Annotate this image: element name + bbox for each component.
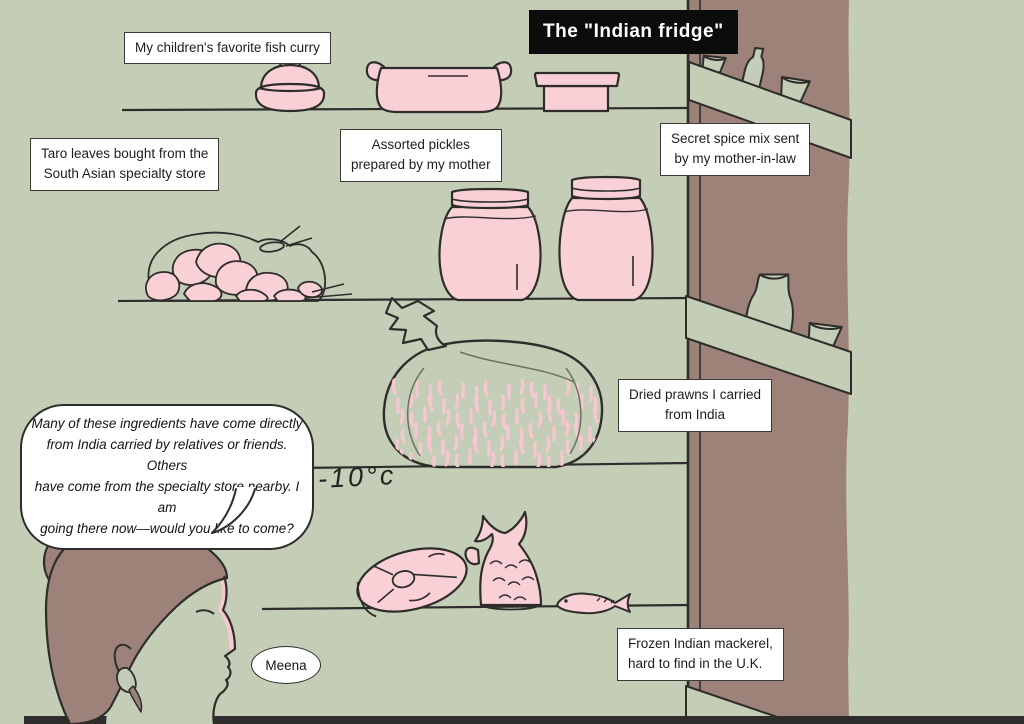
door-shelf-wedge — [685, 295, 852, 395]
label-frozen-mackerel: Frozen Indian mackerel, hard to find in … — [617, 628, 784, 681]
page-title: The "Indian fridge" — [529, 10, 738, 54]
eyebrow — [195, 609, 215, 615]
casserole-body — [375, 66, 503, 114]
bottom-border — [24, 716, 1024, 724]
fish-tail-illustration — [464, 510, 543, 611]
face-profile-line — [212, 575, 237, 724]
character-name-tag: Meena — [251, 646, 321, 684]
jar-lid — [570, 175, 642, 201]
door-shelf-middle — [685, 273, 852, 395]
label-spice-mix: Secret spice mix sent by my mother-in-la… — [660, 123, 811, 176]
prawn-texture — [391, 378, 599, 467]
label-taro-leaves: Taro leaves bought from the South Asian … — [30, 138, 220, 191]
jar-body — [558, 196, 654, 302]
taro-leaves-group — [145, 242, 323, 302]
speech-bubble-tail — [211, 487, 256, 534]
jar-lid — [450, 187, 530, 210]
prawn-bag-illustration — [382, 296, 604, 469]
casserole-illustration — [365, 61, 513, 114]
speech-bubble: Many of these ingredients have come dire… — [20, 404, 314, 550]
pickle-jar-2 — [558, 175, 654, 302]
jar-body — [438, 205, 542, 302]
taro-bag-illustration — [145, 225, 353, 302]
bottom-shelf-items — [356, 510, 631, 618]
woman-illustration — [42, 523, 237, 724]
top-shelf-items — [254, 55, 621, 114]
face-highlight — [218, 574, 235, 651]
fridge-door — [685, 0, 852, 724]
bag-knot — [259, 241, 285, 253]
container-body — [542, 84, 610, 113]
door-shelf-top — [688, 47, 852, 159]
pot-body — [254, 82, 326, 113]
pickle-jar-1 — [438, 187, 542, 302]
taro-bag-outline — [147, 231, 327, 302]
label-assorted-pickles: Assorted pickles prepared by my mother — [340, 129, 502, 182]
earlobe — [116, 667, 137, 694]
pot-lid — [259, 63, 321, 89]
prawn-texture-group — [391, 378, 599, 467]
prawn-bag-knot — [384, 296, 448, 352]
hair-wisp — [128, 685, 143, 713]
prawn-bag-body — [382, 339, 604, 469]
container-illustration — [533, 71, 621, 113]
small-fish-illustration — [556, 592, 631, 615]
temperature-note: -10°c — [317, 459, 398, 495]
label-fish-curry: My children's favorite fish curry — [124, 32, 331, 65]
middle-shelf-items — [145, 175, 654, 302]
fish-steak-illustration — [356, 547, 468, 618]
curry-pot-illustration — [254, 55, 326, 113]
bag-fold-lines — [406, 351, 582, 457]
label-dried-prawns: Dried prawns I carried from India — [618, 379, 773, 432]
fish-scales — [489, 559, 535, 601]
taro-stems — [279, 225, 353, 299]
container-lid — [533, 71, 621, 88]
door-shelf-wedge — [688, 61, 852, 159]
